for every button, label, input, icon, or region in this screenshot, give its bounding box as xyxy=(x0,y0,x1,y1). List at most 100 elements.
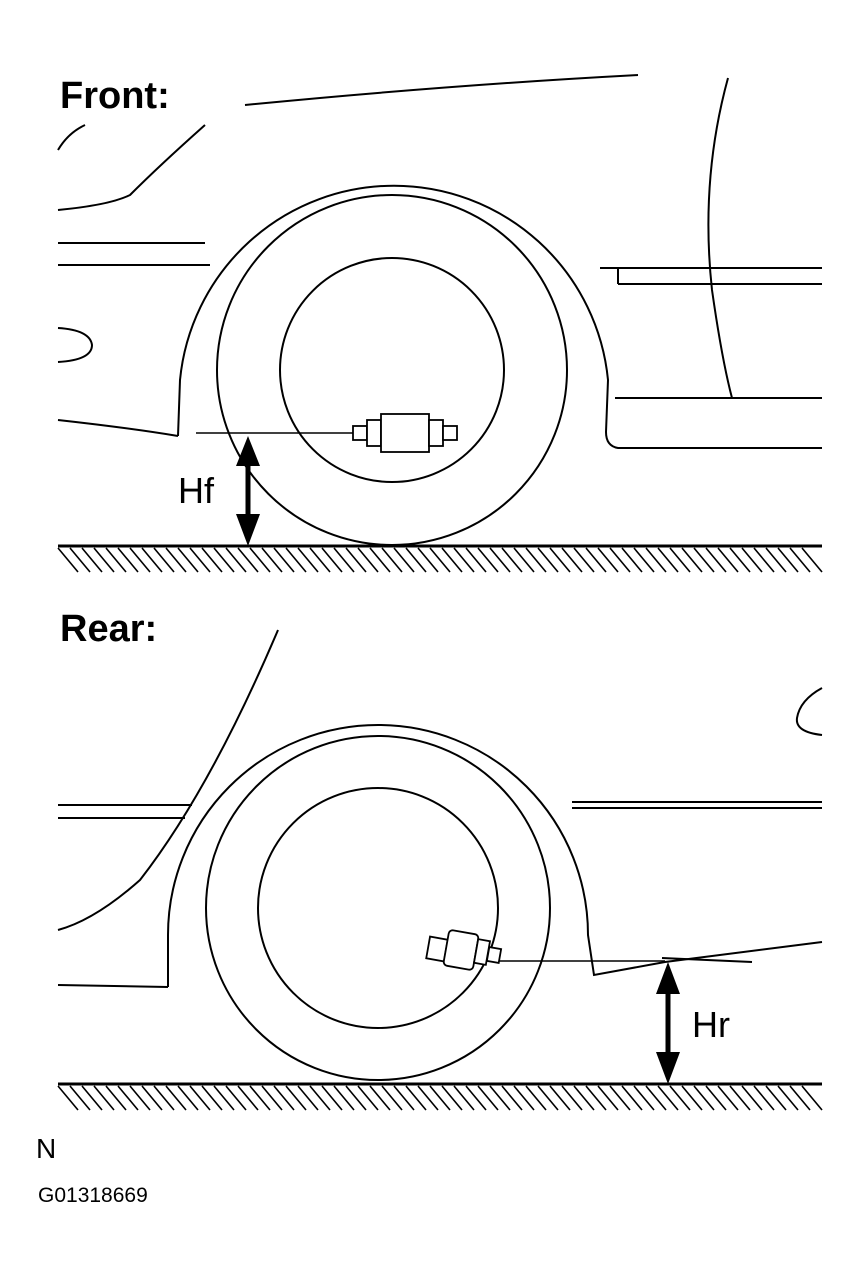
front-height-arrow xyxy=(236,436,260,546)
hatch-line xyxy=(741,1085,763,1111)
hatch-line xyxy=(729,547,751,573)
hatch-line xyxy=(177,1085,199,1111)
hatch-line xyxy=(453,547,475,573)
hatch-line xyxy=(117,547,139,573)
hatch-line xyxy=(645,547,667,573)
hatch-line xyxy=(621,547,643,573)
figure-id: G01318669 xyxy=(38,1184,148,1207)
illustration-code: N xyxy=(36,1133,56,1164)
hatch-line xyxy=(93,547,115,573)
hatch-line xyxy=(465,547,487,573)
hatch-line xyxy=(513,1085,535,1111)
hatch-line xyxy=(141,547,163,573)
hatch-line xyxy=(321,547,343,573)
rear-ground xyxy=(57,1082,823,1111)
hatch-line xyxy=(249,1085,271,1111)
hatch-line xyxy=(681,547,703,573)
hatch-line xyxy=(309,547,331,573)
hatch-line xyxy=(669,547,691,573)
hatch-line xyxy=(369,547,391,573)
hatch-line xyxy=(549,547,571,573)
hatch-line xyxy=(465,1085,487,1111)
hatch-line xyxy=(345,1085,367,1111)
hatch-line xyxy=(429,547,451,573)
hatch-line xyxy=(117,1085,139,1111)
hatch-line xyxy=(321,1085,343,1111)
hatch-line xyxy=(189,1085,211,1111)
hatch-line xyxy=(561,1085,583,1111)
hatch-line xyxy=(489,1085,511,1111)
hatch-line xyxy=(381,1085,403,1111)
hatch-line xyxy=(681,1085,703,1111)
hatch-line xyxy=(273,1085,295,1111)
front-wheel xyxy=(216,194,568,546)
hatch-line xyxy=(297,547,319,573)
hatch-line xyxy=(573,547,595,573)
hatch-line xyxy=(621,1085,643,1111)
hatch-line xyxy=(645,1085,667,1111)
hatch-line xyxy=(801,1085,823,1111)
hatch-line xyxy=(633,547,655,573)
hatch-line xyxy=(417,547,439,573)
rear-measuring-bolt xyxy=(425,929,665,971)
hatch-line xyxy=(201,547,223,573)
hatch-line xyxy=(153,1085,175,1111)
hatch-line xyxy=(501,547,523,573)
hatch-line xyxy=(57,547,79,573)
hatch-line xyxy=(333,547,355,573)
hatch-line xyxy=(153,547,175,573)
front-height-label: Hf xyxy=(178,470,215,511)
hatch-line xyxy=(477,547,499,573)
hatch-line xyxy=(261,547,283,573)
rear-height-arrow xyxy=(656,962,680,1084)
hatch-line xyxy=(573,1085,595,1111)
hatch-line xyxy=(585,547,607,573)
rear-body-outline xyxy=(57,629,823,988)
hatch-line xyxy=(285,1085,307,1111)
hatch-line xyxy=(369,1085,391,1111)
hatch-line xyxy=(537,547,559,573)
hatch-line xyxy=(693,547,715,573)
hatch-line xyxy=(537,1085,559,1111)
hatch-line xyxy=(105,547,127,573)
hatch-line xyxy=(789,547,811,573)
hatch-line xyxy=(129,547,151,573)
hatch-line xyxy=(765,1085,787,1111)
hatch-line xyxy=(441,1085,463,1111)
hatch-line xyxy=(393,1085,415,1111)
hatch-line xyxy=(225,1085,247,1111)
hatch-line xyxy=(561,547,583,573)
hatch-line xyxy=(177,547,199,573)
hatch-line xyxy=(597,1085,619,1111)
hatch-line xyxy=(489,547,511,573)
hatch-line xyxy=(81,547,103,573)
hatch-line xyxy=(777,547,799,573)
hatch-line xyxy=(405,1085,427,1111)
hatch-line xyxy=(717,1085,739,1111)
hatch-line xyxy=(597,547,619,573)
hatch-line xyxy=(393,547,415,573)
front-panel: Front: xyxy=(57,74,823,573)
hatch-line xyxy=(381,547,403,573)
hatch-line xyxy=(525,547,547,573)
hatch-line xyxy=(357,1085,379,1111)
hatch-line xyxy=(285,547,307,573)
rear-heading: Rear: xyxy=(60,608,157,650)
hatch-line xyxy=(345,547,367,573)
hatch-line xyxy=(129,1085,151,1111)
hatch-line xyxy=(789,1085,811,1111)
hatch-line xyxy=(237,547,259,573)
hatch-line xyxy=(429,1085,451,1111)
hatch-line xyxy=(261,1085,283,1111)
hatch-line xyxy=(93,1085,115,1111)
hatch-line xyxy=(297,1085,319,1111)
hatch-line xyxy=(513,547,535,573)
hatch-line xyxy=(237,1085,259,1111)
hatch-line xyxy=(213,1085,235,1111)
hatch-line xyxy=(57,1085,79,1111)
hatch-line xyxy=(405,547,427,573)
hatch-line xyxy=(669,1085,691,1111)
hatch-line xyxy=(741,547,763,573)
hatch-line xyxy=(213,547,235,573)
rear-height-label: Hr xyxy=(692,1004,730,1045)
